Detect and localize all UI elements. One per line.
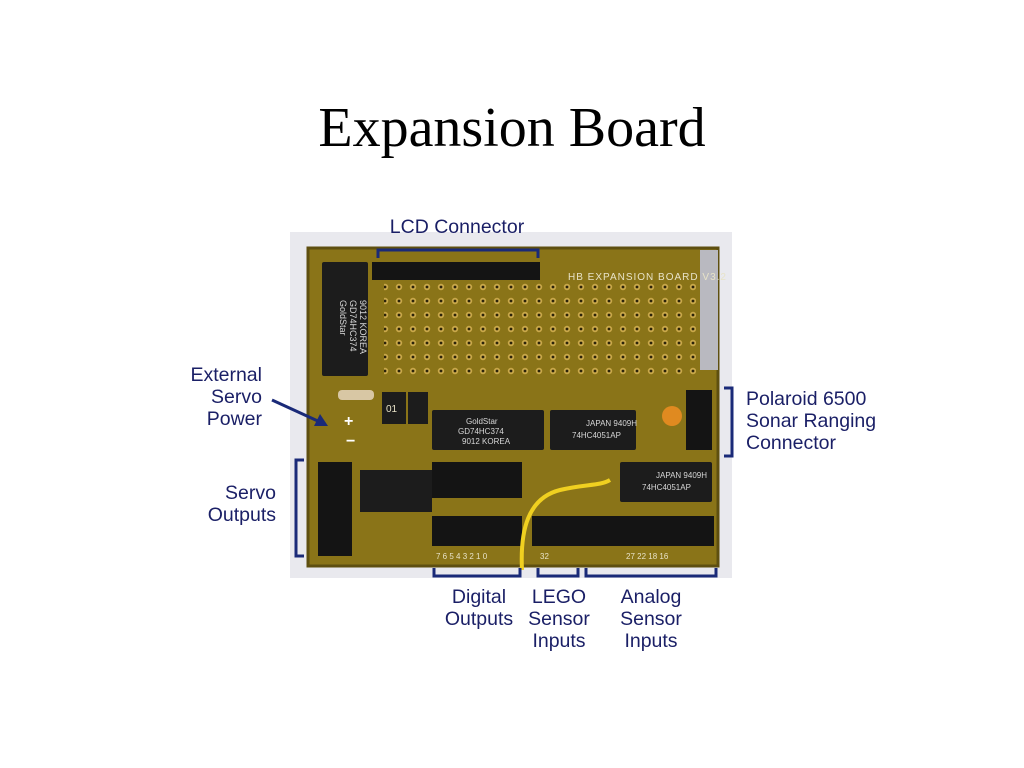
chip-right-bottom: JAPAN 9409H 74HC4051AP xyxy=(620,462,712,502)
servo-power-arrowhead xyxy=(314,414,328,426)
svg-text:JAPAN 9409H: JAPAN 9409H xyxy=(586,419,637,428)
label-lcd-connector: LCD Connector xyxy=(389,216,525,238)
svg-text:74HC4051AP: 74HC4051AP xyxy=(642,483,691,492)
sonar-connector xyxy=(686,390,712,450)
lego-header-numbers: 32 xyxy=(540,552,549,561)
board-silkscreen: HB EXPANSION BOARD V3.2 xyxy=(568,272,727,283)
chip-middle: GoldStar GD74HC374 9012 KOREA xyxy=(432,410,544,450)
digital-output-header xyxy=(432,516,522,546)
page-title: Expansion Board xyxy=(318,97,706,159)
label-external-servo-power: External Servo Power xyxy=(190,364,262,430)
yellow-wire xyxy=(519,478,612,571)
transistor xyxy=(408,392,428,424)
lcd-connector-header xyxy=(372,262,540,280)
analog-header-numbers: 27 22 18 16 xyxy=(626,552,669,561)
analog-inputs-bracket xyxy=(584,568,718,578)
svg-text:GD74HC374: GD74HC374 xyxy=(458,427,504,436)
mid-header xyxy=(432,462,522,498)
label-polaroid-sonar: Polaroid 6500 Sonar Ranging Connector xyxy=(746,388,877,454)
minus-sign: − xyxy=(346,433,355,450)
svg-text:GoldStar: GoldStar xyxy=(338,300,348,336)
chip-left: GoldStar GD74HC374 9012 KOREA xyxy=(322,262,368,376)
label-lego-sensor-inputs: LEGO Sensor Inputs xyxy=(528,586,590,652)
metal-edge-strip xyxy=(700,250,718,370)
servo-outputs-bracket xyxy=(294,458,304,558)
capacitor xyxy=(662,406,682,426)
chip-right-top: JAPAN 9409H 74HC4051AP xyxy=(550,410,637,450)
svg-text:GD74HC374: GD74HC374 xyxy=(348,300,358,352)
svg-text:9012 KOREA: 9012 KOREA xyxy=(358,300,368,354)
servo-driver-chips xyxy=(360,470,432,512)
regulator xyxy=(382,392,406,424)
polaroid-bracket xyxy=(724,386,734,458)
servo-output-pins xyxy=(318,462,352,556)
label-servo-outputs: Servo Outputs xyxy=(207,482,276,526)
prototyping-area xyxy=(384,280,696,380)
lego-inputs-bracket xyxy=(536,568,580,578)
regulator-label: 01 xyxy=(386,404,398,415)
svg-text:JAPAN 9409H: JAPAN 9409H xyxy=(656,471,707,480)
digital-outputs-bracket xyxy=(432,568,522,578)
sensor-header xyxy=(532,516,714,546)
resistor xyxy=(338,390,374,400)
lcd-bracket xyxy=(376,248,540,258)
plus-sign: + xyxy=(344,413,353,430)
svg-text:GoldStar: GoldStar xyxy=(466,417,498,426)
servo-power-arrow xyxy=(271,398,321,424)
label-digital-outputs: Digital Outputs xyxy=(444,586,514,630)
digital-header-numbers: 7 6 5 4 3 2 1 0 xyxy=(436,552,488,561)
svg-text:9012 KOREA: 9012 KOREA xyxy=(462,437,511,446)
svg-text:74HC4051AP: 74HC4051AP xyxy=(572,431,621,440)
label-analog-sensor-inputs: Analog Sensor Inputs xyxy=(620,586,682,652)
